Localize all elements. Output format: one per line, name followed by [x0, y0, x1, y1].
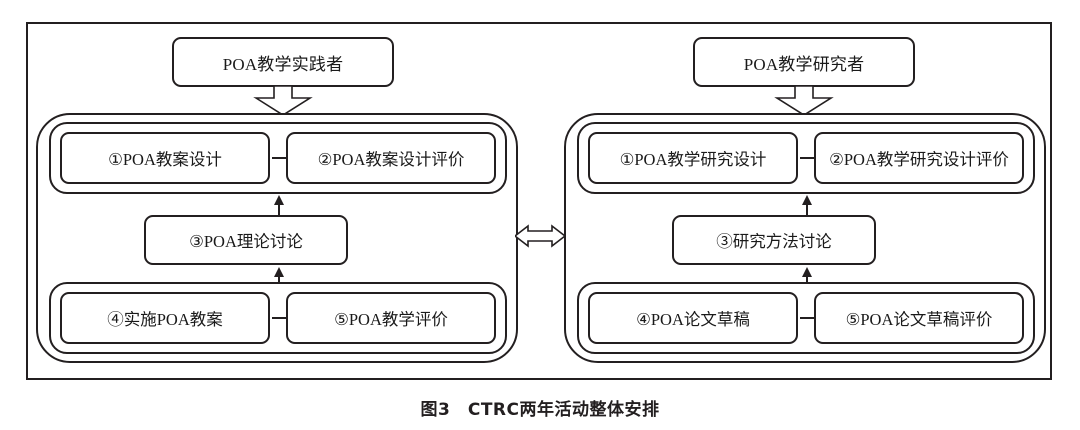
node-label: ④POA论文草稿 — [636, 310, 750, 329]
hollow-down-arrow-icon-right — [774, 86, 834, 116]
role-box-practitioner[interactable]: POA教学实践者 — [172, 37, 394, 87]
figure-caption: 图3 CTRC两年活动整体安排 — [420, 400, 660, 420]
node-label: ⑤POA论文草稿评价 — [845, 310, 993, 329]
role-researcher-label: POA教学研究者 — [743, 54, 865, 74]
group-box-teaching-implementation: ④实施POA教案 ⑤POA教学评价 — [49, 282, 507, 354]
node-poa-research-design[interactable]: ①POA教学研究设计 — [588, 132, 798, 184]
node-label: ③POA理论讨论 — [189, 232, 303, 251]
group-box-research-design: ①POA教学研究设计 ②POA教学研究设计评价 — [577, 122, 1035, 194]
hollow-down-arrow-icon-left — [253, 86, 313, 116]
node-poa-paper-draft-evaluation[interactable]: ⑤POA论文草稿评价 — [814, 292, 1024, 344]
node-label: ③研究方法讨论 — [716, 232, 832, 251]
node-label: ②POA教学研究设计评价 — [829, 150, 1009, 169]
hollow-double-horizontal-arrow-icon — [515, 224, 565, 248]
node-label: ①POA教案设计 — [108, 150, 222, 169]
node-label: ①POA教学研究设计 — [619, 150, 767, 169]
node-poa-paper-draft[interactable]: ④POA论文草稿 — [588, 292, 798, 344]
role-practitioner-label: POA教学实践者 — [222, 54, 344, 74]
node-implement-poa-lesson-plan[interactable]: ④实施POA教案 — [60, 292, 270, 344]
node-poa-research-design-evaluation[interactable]: ②POA教学研究设计评价 — [814, 132, 1024, 184]
group-box-teaching-design: ①POA教案设计 ②POA教案设计评价 — [49, 122, 507, 194]
node-poa-teaching-evaluation[interactable]: ⑤POA教学评价 — [286, 292, 496, 344]
node-label: ②POA教案设计评价 — [317, 150, 465, 169]
role-box-researcher[interactable]: POA教学研究者 — [693, 37, 915, 87]
group-box-research-paper: ④POA论文草稿 ⑤POA论文草稿评价 — [577, 282, 1035, 354]
node-research-method-discussion[interactable]: ③研究方法讨论 — [672, 215, 876, 265]
panel-teaching-practice: ①POA教案设计 ②POA教案设计评价 ③POA理论讨论 ④实施 — [36, 113, 518, 363]
panel-teaching-research: ①POA教学研究设计 ②POA教学研究设计评价 ③研究方法讨论 — [564, 113, 1046, 363]
node-poa-lesson-plan-evaluation[interactable]: ②POA教案设计评价 — [286, 132, 496, 184]
node-poa-lesson-plan-design[interactable]: ①POA教案设计 — [60, 132, 270, 184]
node-poa-theory-discussion[interactable]: ③POA理论讨论 — [144, 215, 348, 265]
node-label: ⑤POA教学评价 — [334, 310, 448, 329]
node-label: ④实施POA教案 — [107, 310, 223, 329]
